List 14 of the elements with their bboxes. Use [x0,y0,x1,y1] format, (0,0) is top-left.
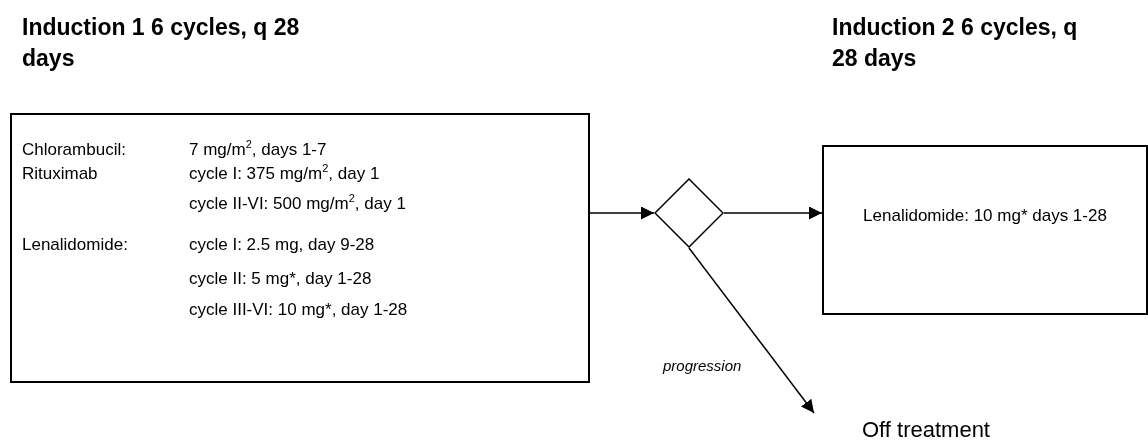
dosing-text: cycle I: 2.5 mg, day 9-28 [189,235,375,255]
phase-heading: Induction 2 6 cycles, q 28 days [832,13,1079,73]
dosing-text: cycle II-VI: 500 mg/m$^{2}$, day 1 [189,194,406,214]
dosing-text: 7 mg/m$^{2}$, days 1-7 [189,140,327,160]
dosing-text: cycle III-VI: 10 mg*, day 1-28 [189,300,408,320]
dosing-text: Lenalidomide: 10 mg* days 1-28 [862,206,1108,226]
dosing-text: cycle II: 5 mg*, day 1-28 [189,269,372,289]
dosing-text: Chlorambucil: [22,140,126,160]
dosing-text: Rituximab [22,164,98,184]
dosing-text: Lenalidomide: [22,235,128,255]
dosing-text: cycle I: 375 mg/m$^{2}$, day 1 [189,164,380,184]
outcome-label: Off treatment [862,417,990,443]
phase-heading: Induction 1 6 cycles, q 28 days [22,13,301,73]
decision-diamond [654,178,724,248]
